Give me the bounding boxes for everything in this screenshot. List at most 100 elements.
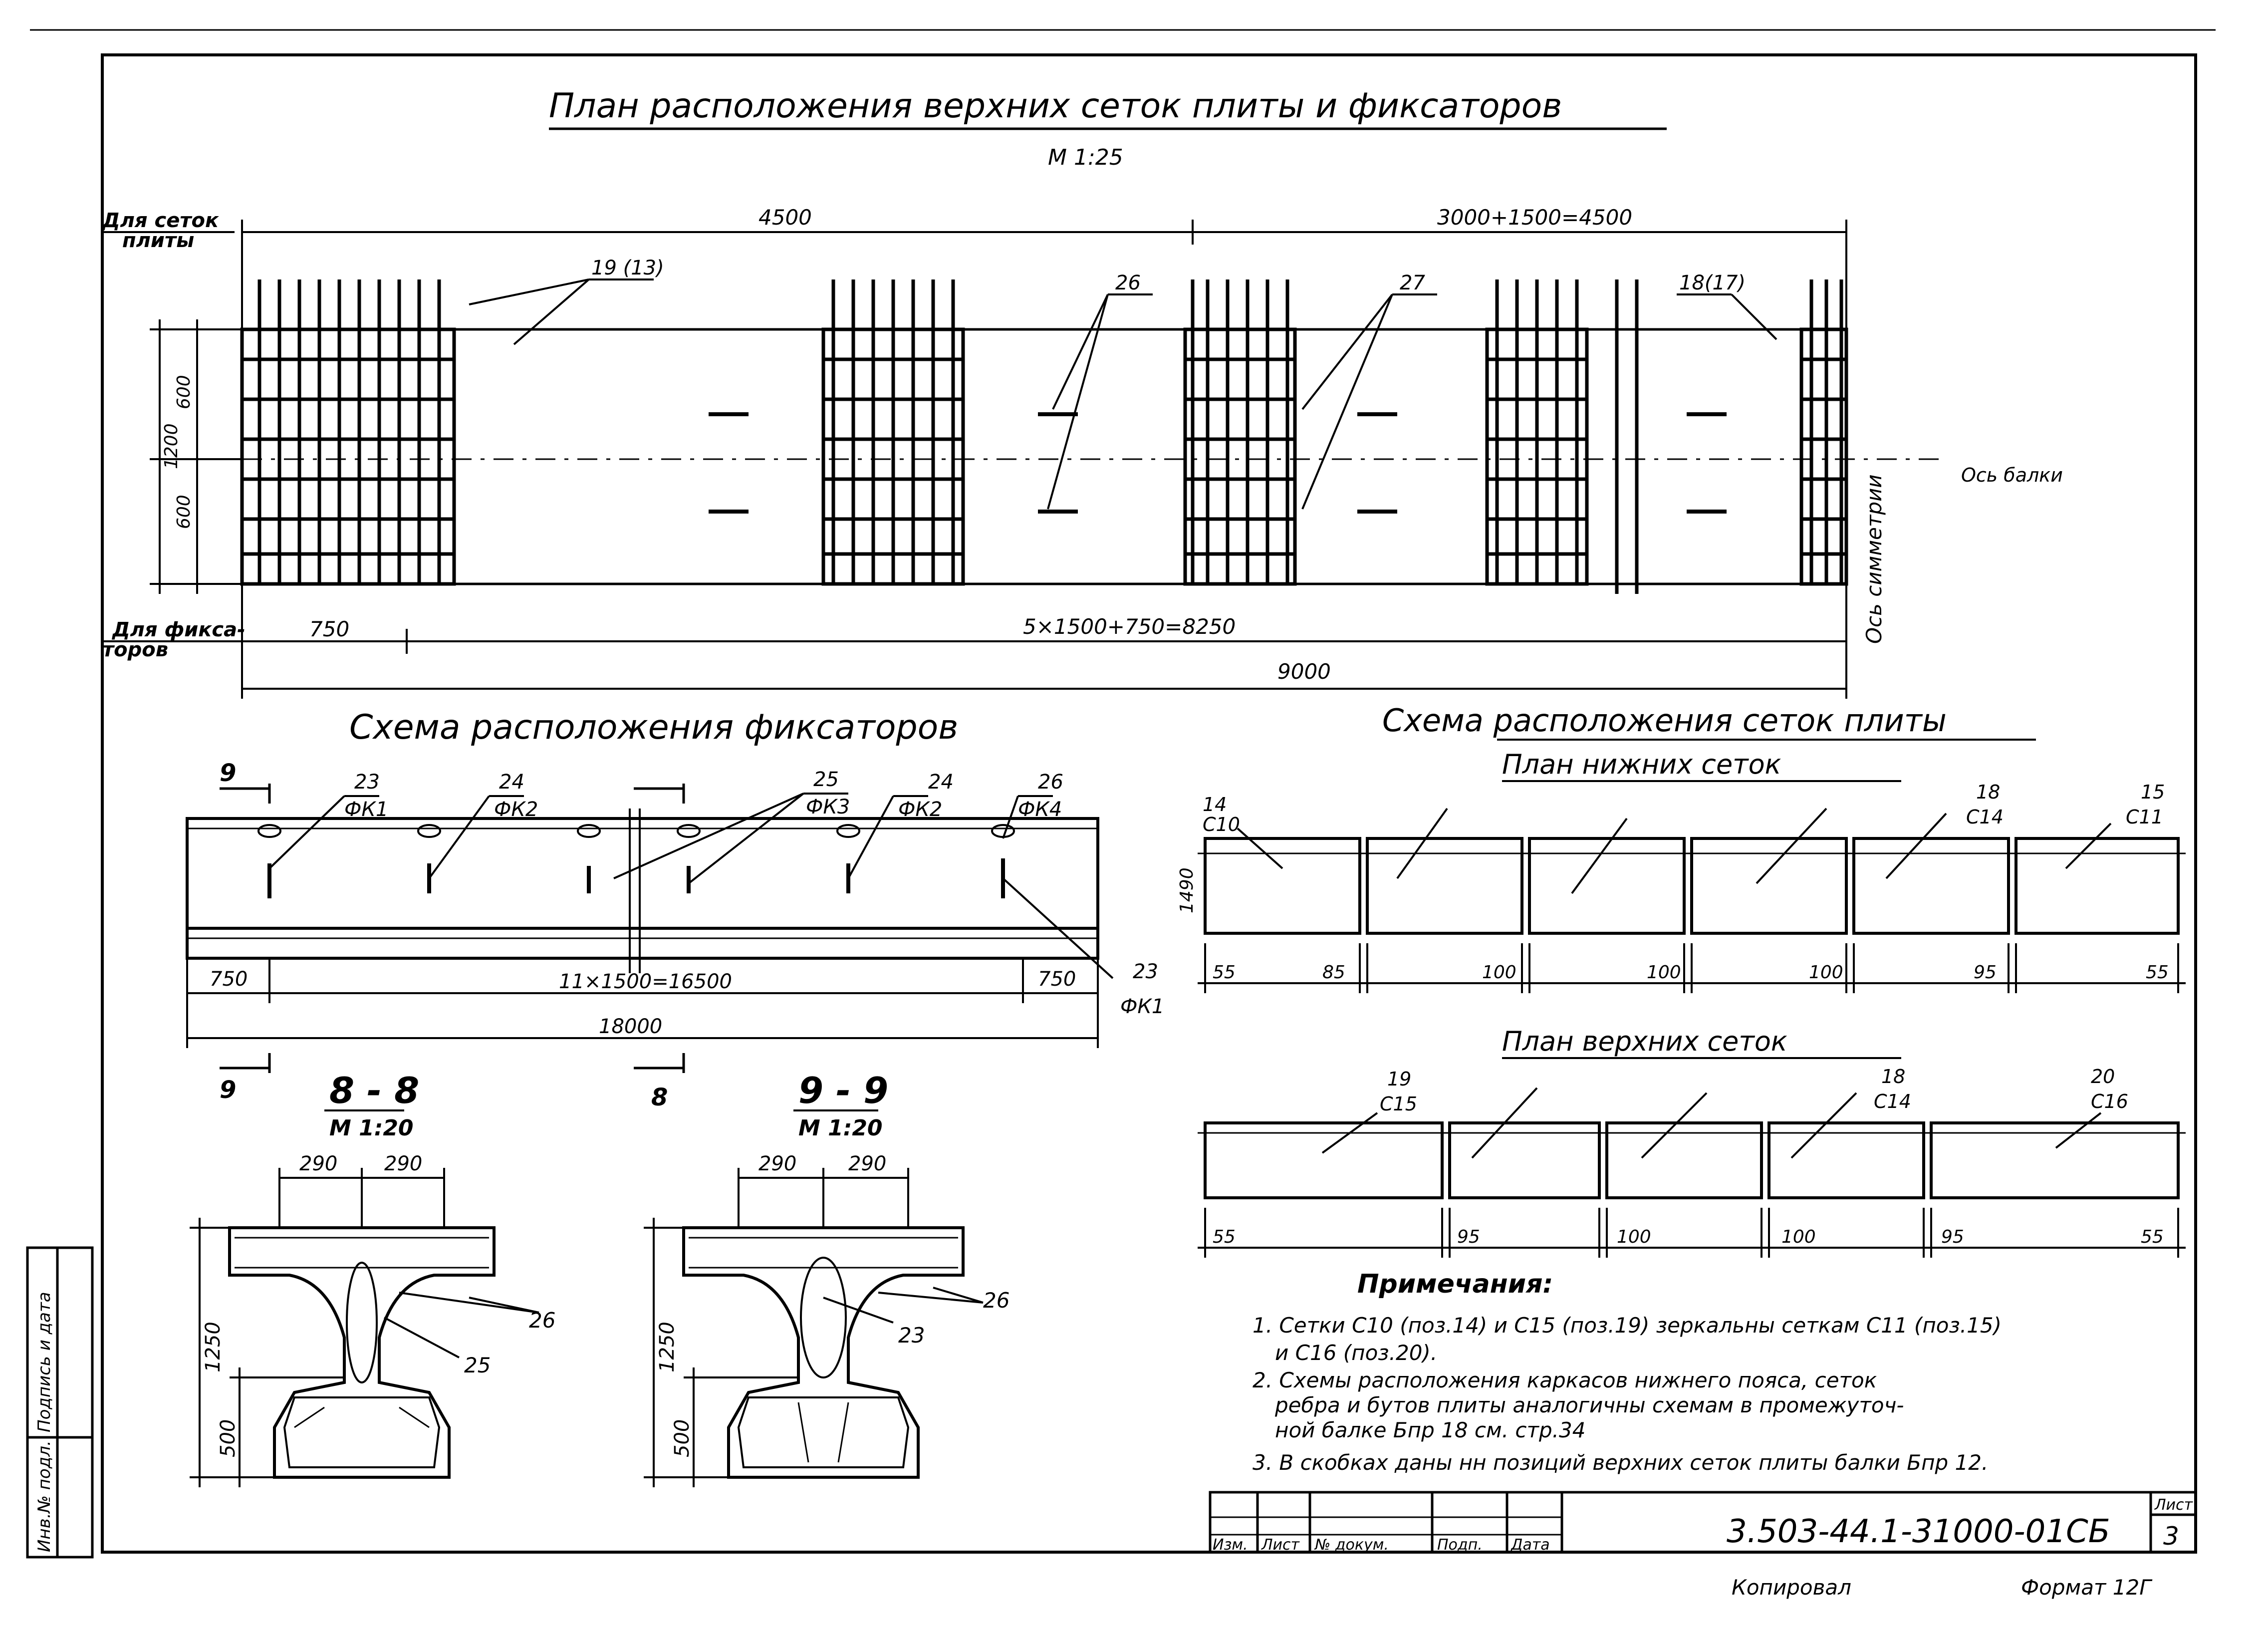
upper-meshes xyxy=(1198,1121,2186,1199)
fix-label-2-num: 24 xyxy=(499,771,524,794)
fixator-beam xyxy=(186,809,1099,973)
tb-sheet-number: 3 xyxy=(2163,1522,2179,1551)
fix-right-num: 23 xyxy=(1133,960,1158,983)
sec99-height-bottom: 500 xyxy=(671,1419,694,1457)
sec88-title: 8 - 8 xyxy=(329,1070,419,1111)
dim-750-top: 750 xyxy=(309,617,349,641)
sec99-callout-26: 26 xyxy=(983,1288,1009,1313)
upper-gap-6: 55 xyxy=(2141,1227,2164,1247)
dim-9000: 9000 xyxy=(1277,659,1331,684)
upper-gap-3: 100 xyxy=(1617,1227,1651,1247)
upper-plan-title: План верхних сеток xyxy=(1502,1026,1787,1057)
tb-sheet-label: Лист xyxy=(2154,1496,2194,1514)
fix-label-3-sub: ФК3 xyxy=(806,796,850,818)
fix-label-5-sub: ФК4 xyxy=(1018,798,1062,821)
axis-beam: Ось балки xyxy=(1961,464,2063,486)
lower-mid-sub: С14 xyxy=(1966,806,2004,828)
cut-9-bottom: 9 xyxy=(220,1076,236,1104)
tb-header-izm: Изм. xyxy=(1213,1536,1248,1554)
note-line-5: ной балке Бпр 18 см. стр.34 xyxy=(1275,1418,1585,1442)
section-8-8-dims xyxy=(190,1168,539,1487)
upper-gap-5: 95 xyxy=(1941,1227,1964,1247)
top-plan-dims xyxy=(150,220,1847,689)
upper-gap-dims xyxy=(1198,1208,2186,1258)
fix-label-4-num: 24 xyxy=(928,771,954,794)
sec88-height-bottom: 500 xyxy=(217,1419,240,1457)
upper-left-sub: С15 xyxy=(1380,1093,1417,1115)
fix-label-1-num: 23 xyxy=(354,771,380,794)
dim-chain-top: 5×1500+750=8250 xyxy=(1023,614,1236,639)
fixator-leaders xyxy=(268,793,1114,979)
lower-mesh-leaders xyxy=(1237,808,2112,894)
label-fixators-1: Для фикса- xyxy=(111,618,246,641)
sec88-scale: М 1:20 xyxy=(329,1115,414,1141)
upper-left-num: 19 xyxy=(1387,1068,1411,1090)
lower-left-num: 14 xyxy=(1203,794,1227,815)
tb-code: 3.503-44.1-31000-01СБ xyxy=(1727,1513,2110,1550)
tb-header-doc: № докум. xyxy=(1314,1536,1389,1554)
upper-right-sub: С16 xyxy=(2091,1090,2128,1112)
tb-format: Формат 12Г xyxy=(2021,1575,2153,1600)
sec99-dim-290-a: 290 xyxy=(758,1152,796,1175)
side-stamp-sign: Подпись и дата xyxy=(34,1292,54,1432)
fix-label-5-num: 26 xyxy=(1038,771,1063,794)
meshes-title: Схема расположения сеток плиты xyxy=(1382,702,1947,739)
upper-gap-4: 100 xyxy=(1781,1227,1816,1247)
lower-gap-4: 100 xyxy=(1647,962,1681,983)
fix-label-1-sub: ФК1 xyxy=(344,798,388,821)
fixator-bars xyxy=(267,858,1005,898)
lower-meshes xyxy=(1198,837,2186,935)
tb-header-date: Дата xyxy=(1510,1536,1550,1554)
lower-gap-7: 55 xyxy=(2146,962,2169,983)
note-line-4: ребра и бутов плиты аналогичны схемам в … xyxy=(1274,1393,1904,1417)
note-line-2: и С16 (поз.20). xyxy=(1275,1341,1437,1365)
sec99-dim-290-b: 290 xyxy=(848,1152,886,1175)
sec99-scale: М 1:20 xyxy=(798,1115,883,1141)
label-plate-meshes-1: Для сеток xyxy=(101,209,219,232)
lower-right-sub: С11 xyxy=(2126,806,2163,828)
callout-19-13: 19 (13) xyxy=(591,257,664,279)
fix-dim-left: 750 xyxy=(210,968,248,991)
sec88-height-total: 1250 xyxy=(202,1322,225,1372)
upper-gap-1: 55 xyxy=(1213,1227,1236,1247)
fix-label-2-sub: ФК2 xyxy=(494,798,538,821)
lower-gap-3: 100 xyxy=(1482,962,1516,983)
upper-mid-sub: С14 xyxy=(1874,1090,1911,1112)
sec88-callout-26: 26 xyxy=(529,1308,555,1333)
dim-top-right: 3000+1500=4500 xyxy=(1437,205,1632,230)
cut-9-top: 9 xyxy=(220,759,236,787)
top-plan-title: План расположения верхних сеток плиты и … xyxy=(549,86,1562,126)
sec99-height-total: 1250 xyxy=(656,1322,679,1372)
lower-plan-title: План нижних сеток xyxy=(1502,749,1781,780)
upper-mid-num: 18 xyxy=(1881,1066,1905,1087)
lower-height: 1490 xyxy=(1177,867,1197,913)
fix-right-sub: ФК1 xyxy=(1120,995,1164,1018)
top-plan-fixators xyxy=(709,412,1727,514)
section-8-8 xyxy=(228,1226,496,1479)
tb-header-list: Лист xyxy=(1261,1536,1300,1554)
note-line-3: 2. Схемы расположения каркасов нижнего п… xyxy=(1253,1368,1877,1392)
fix-label-3-num: 25 xyxy=(813,768,839,791)
fix-label-4-sub: ФК2 xyxy=(898,798,942,821)
callout-18-17: 18(17) xyxy=(1679,271,1746,294)
fix-dim-right: 750 xyxy=(1038,968,1076,991)
lower-mid-num: 18 xyxy=(1976,781,2000,803)
tb-copied: Копировал xyxy=(1732,1575,1851,1600)
lower-left-sub: С10 xyxy=(1203,814,1240,835)
note-line-6: 3. В скобках даны нн позиций верхних сет… xyxy=(1253,1450,1988,1475)
sec88-dim-290-a: 290 xyxy=(299,1152,337,1175)
upper-gap-2: 95 xyxy=(1457,1227,1480,1247)
cut-8-bottom: 8 xyxy=(651,1084,668,1111)
dim-lower: 600 xyxy=(174,495,194,529)
fix-dim-total: 18000 xyxy=(599,1015,662,1038)
dim-upper: 600 xyxy=(174,375,194,409)
upper-right-num: 20 xyxy=(2091,1066,2115,1087)
sec99-title: 9 - 9 xyxy=(798,1070,888,1111)
dim-top-left: 4500 xyxy=(758,205,812,230)
fixator-dims xyxy=(186,958,1099,1048)
title-block xyxy=(1209,1491,2197,1554)
lower-right-num: 15 xyxy=(2141,781,2165,803)
fixator-loops xyxy=(257,824,1015,838)
fix-dim-chain: 11×1500=16500 xyxy=(559,970,732,993)
